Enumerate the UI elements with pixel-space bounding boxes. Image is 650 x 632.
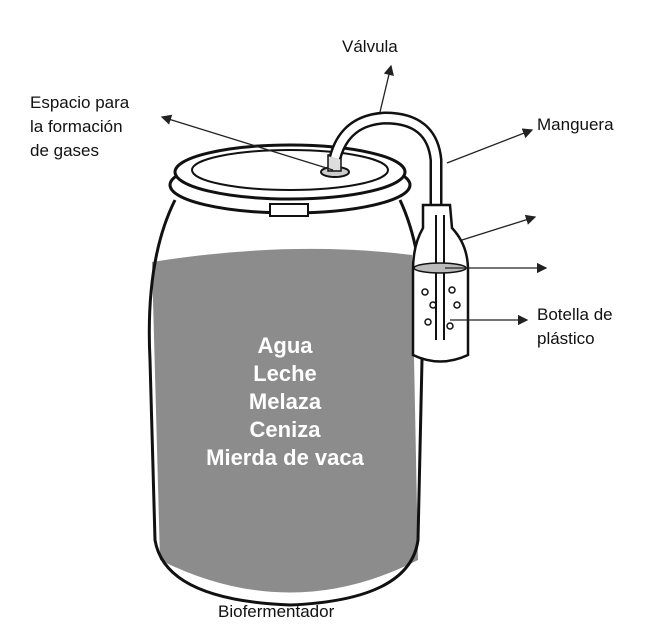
gas-space-line-3: de gases xyxy=(30,141,99,160)
content-item: Mierda de vaca xyxy=(206,445,364,470)
content-item: Agua xyxy=(257,333,313,358)
content-item: Ceniza xyxy=(249,417,321,442)
hose-label: Manguera xyxy=(537,115,614,134)
plastic-bottle xyxy=(411,203,470,363)
bottle-arrow-top xyxy=(461,214,537,241)
barrel-handle xyxy=(269,203,309,217)
valve-arrow xyxy=(379,64,394,113)
gas-space-label: Espacio para la formación de gases xyxy=(30,91,129,163)
bottle-line-2: plástico xyxy=(537,329,595,348)
contents-list: Agua Leche Melaza Ceniza Mierda de vaca xyxy=(185,332,385,472)
gas-space-line-1: Espacio para xyxy=(30,93,130,112)
diagram-title: Biofermentador xyxy=(218,602,335,621)
gas-bubbles xyxy=(421,286,461,330)
liquid xyxy=(152,248,418,593)
content-item: Melaza xyxy=(248,389,322,414)
hose-arrow xyxy=(446,128,534,164)
bottle-label: Botella de plástico xyxy=(537,303,613,351)
gas-space-line-2: la formación xyxy=(30,117,123,136)
content-item: Leche xyxy=(253,361,317,386)
bottle-line-1: Botella de xyxy=(537,305,613,324)
valve-label: Válvula xyxy=(342,37,398,56)
gas-space-arrow xyxy=(160,114,334,171)
